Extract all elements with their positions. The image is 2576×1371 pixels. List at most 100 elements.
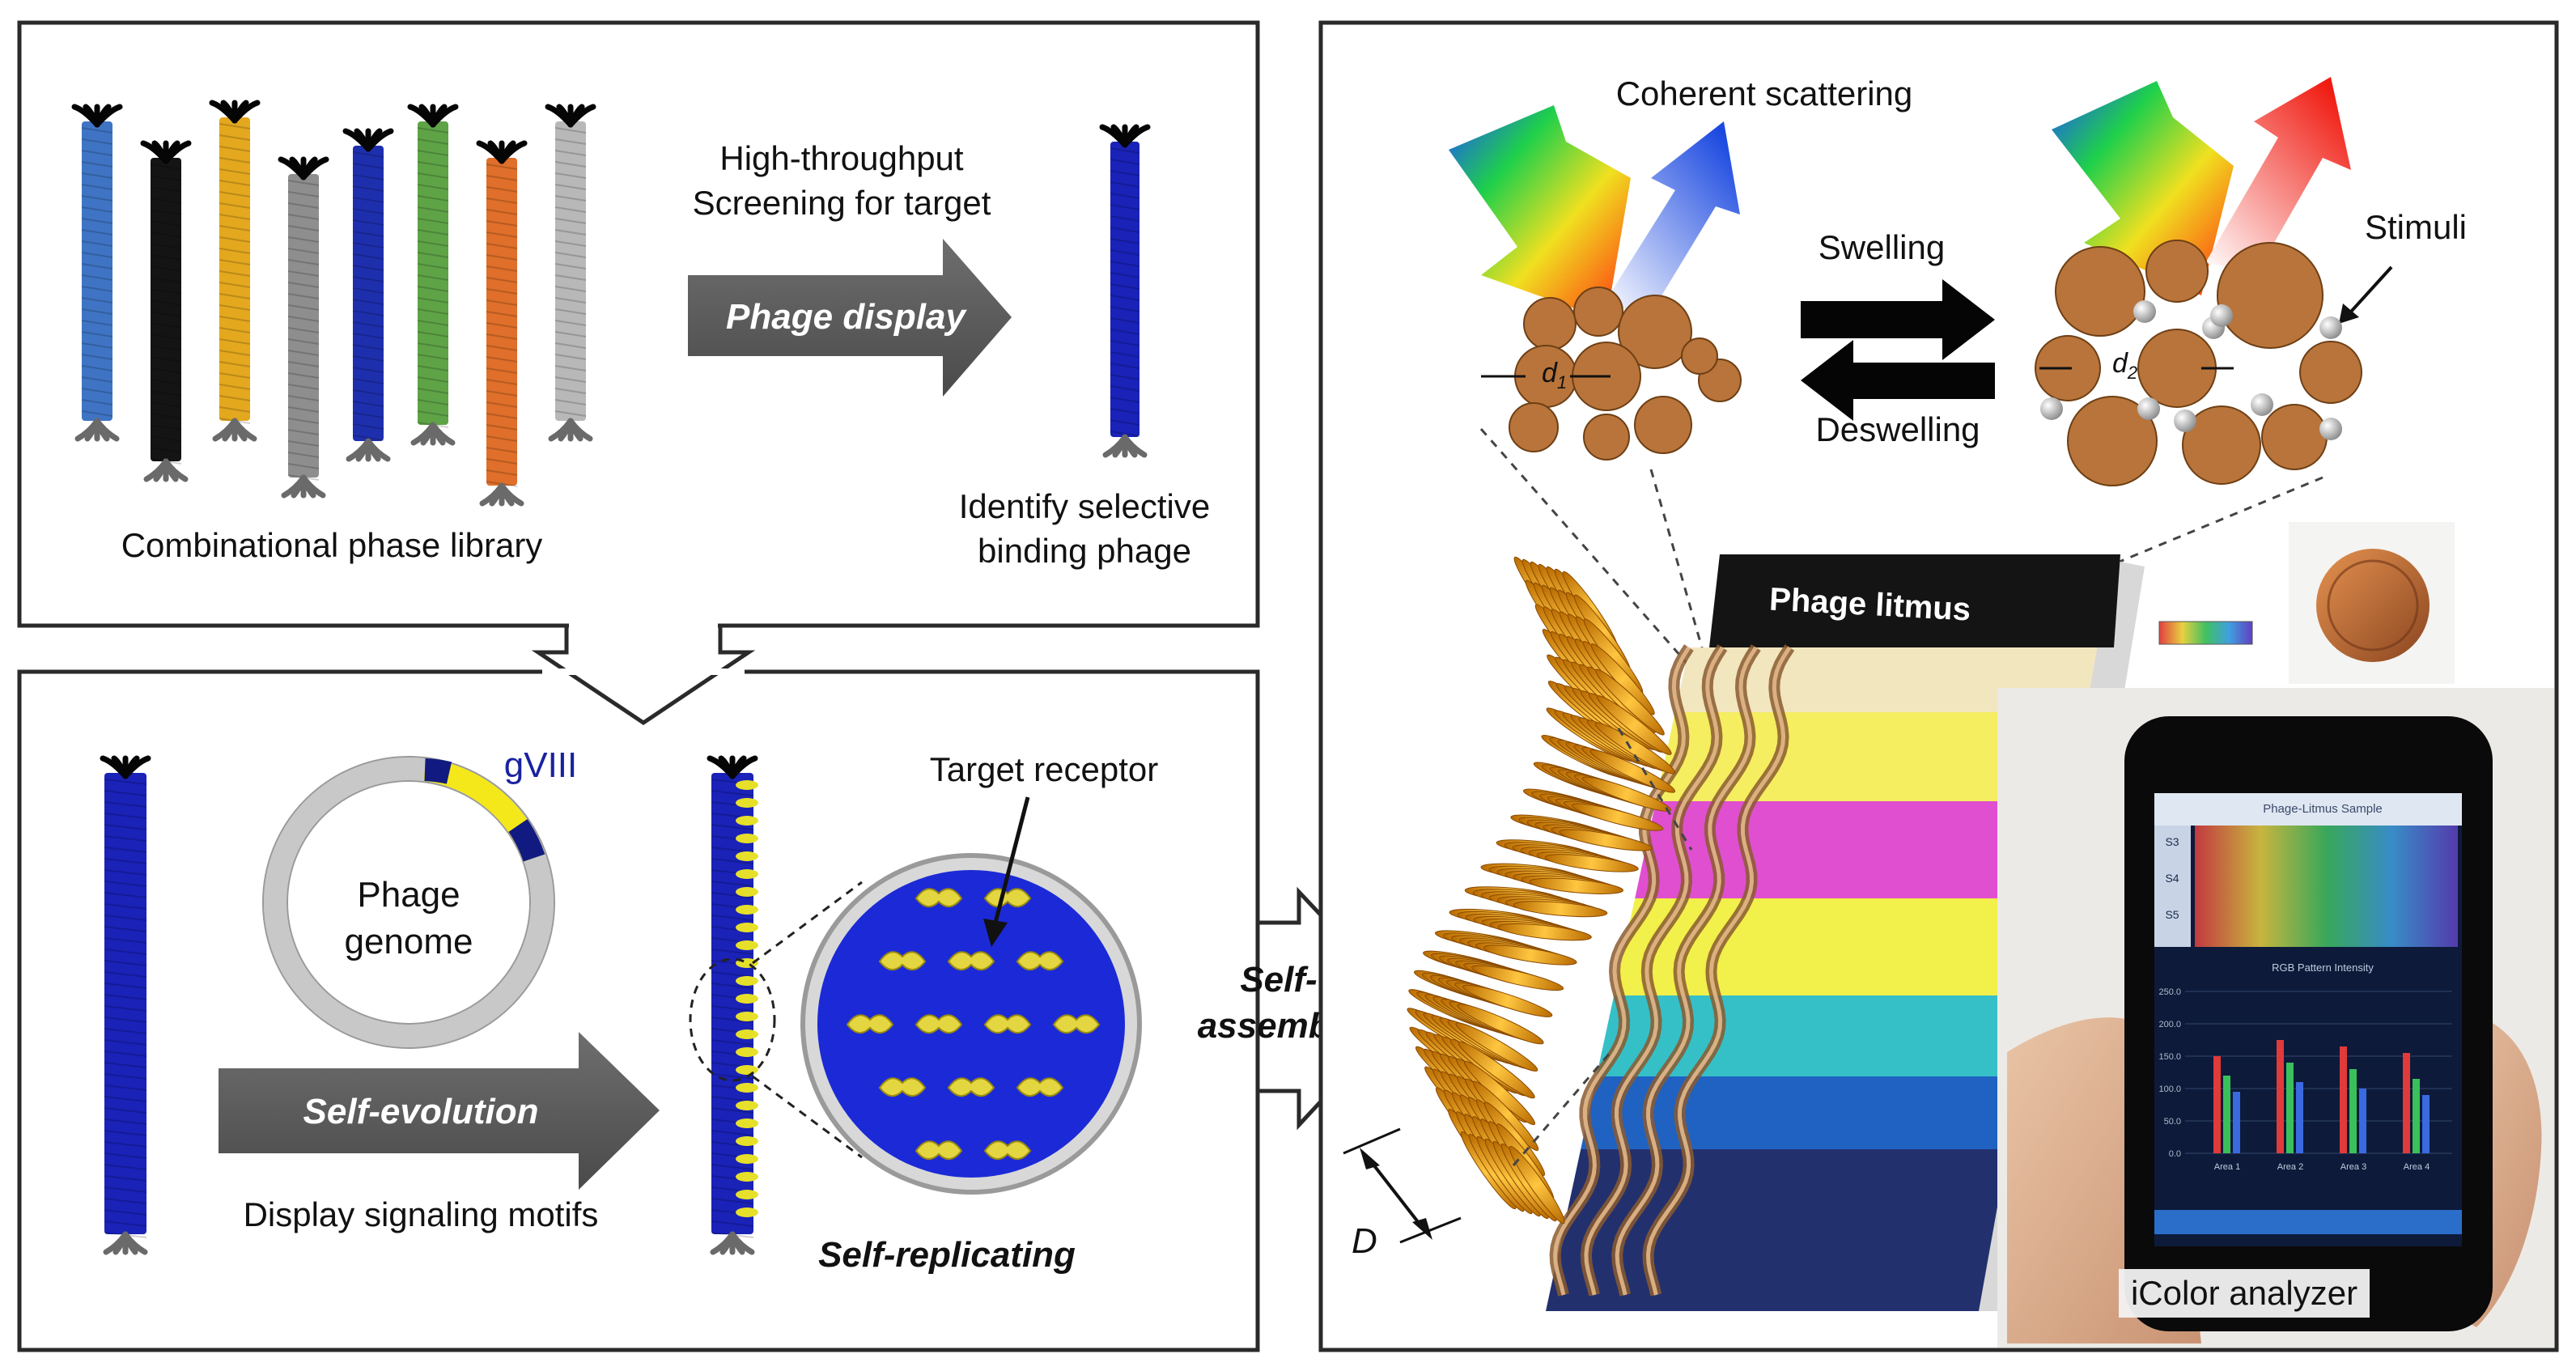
phage-coat-texture [104, 1186, 147, 1193]
displayed-motif [736, 1154, 758, 1164]
phage-coat-texture [1110, 227, 1140, 233]
phage-coat-texture [104, 1198, 147, 1204]
phone-area-label: Area 4 [2404, 1162, 2430, 1172]
phage-coat-texture [81, 308, 113, 315]
phage-coat-texture [287, 248, 320, 254]
phone-area-label: Area 2 [2277, 1162, 2303, 1172]
phage-coat-texture [352, 412, 384, 418]
phone-sidebar-item-1[interactable]: S3 [2165, 835, 2179, 848]
phage-coat-texture [81, 410, 113, 417]
displayed-motif [736, 834, 758, 843]
displayed-motif [736, 1065, 758, 1075]
bundle-ridge-highlight [1584, 646, 1725, 1296]
phage-coat-texture [554, 252, 587, 258]
phage-head-protein [122, 755, 151, 779]
phage-head-protein [567, 104, 596, 128]
target-receptor-motif [983, 1014, 1032, 1034]
phage-tail-protein [231, 418, 257, 442]
phage-coat-texture [352, 299, 384, 305]
wild-type-phage [100, 755, 151, 1255]
phage-coat-texture [711, 1039, 754, 1046]
phone-rgb-bar [2340, 1046, 2347, 1153]
phage-coat-texture [554, 308, 587, 315]
target-receptor-motif [1052, 1014, 1101, 1034]
aligned-phage-rod [1571, 803, 1664, 831]
bundle-ridge-highlight [1645, 646, 1792, 1296]
phage-coat-texture [417, 252, 449, 258]
photonic-particle [2217, 242, 2323, 349]
photonic-particle [2261, 404, 2328, 470]
phage-coat-texture [486, 231, 518, 238]
display-motifs-label: Display signaling motifs [244, 1195, 599, 1233]
displayed-motif [736, 816, 758, 826]
phage-coat-texture [711, 892, 754, 898]
aligned-phage-rod [1509, 1145, 1565, 1225]
phage-coat-texture [417, 297, 449, 303]
displayed-motif [736, 1047, 758, 1057]
phage-coat-texture [219, 225, 251, 231]
phage-coat-texture [287, 191, 320, 197]
phage-coat-texture [554, 218, 587, 224]
phage-coat-texture [81, 206, 113, 213]
phage-coat-texture [486, 243, 518, 249]
phage-coat-texture [554, 274, 587, 281]
phage-coat-texture [711, 1198, 754, 1204]
phage-coat-texture [486, 163, 518, 170]
phage-coat-texture [219, 248, 251, 254]
phage-tail-protein [729, 1231, 755, 1255]
phage-coat-texture [150, 356, 182, 363]
phage-coat-texture [150, 390, 182, 397]
phage-coat-texture [486, 413, 518, 419]
phage-genome-plasmid [262, 756, 555, 1049]
phage-coat-texture [104, 1062, 147, 1068]
panel-a-phage-display: Combinational phase library High-through… [17, 20, 1260, 628]
phage-coat-texture [287, 282, 320, 288]
phage-coat-texture [417, 342, 449, 349]
d2-label: d2 [2112, 348, 2137, 383]
phone-sidebar-item-2[interactable]: S4 [2165, 872, 2179, 885]
phage-coat-texture [417, 399, 449, 405]
screening-label-line-1: High-throughput [719, 139, 964, 177]
stimulus-molecule [2133, 300, 2156, 323]
displayed-motif [736, 798, 758, 808]
phage-tail-protein [1122, 434, 1148, 458]
aligned-phage-rod [1544, 854, 1639, 872]
phage-coat-texture [104, 1039, 147, 1046]
phage-coat-texture [219, 168, 251, 175]
stimuli-pointer-head [2339, 303, 2359, 324]
displayed-motif [736, 1190, 758, 1199]
litmus-band-4 [1614, 898, 2053, 995]
phage-coat-texture [486, 390, 518, 397]
phage-coat-texture [104, 813, 147, 819]
phage-head-protein [231, 100, 261, 124]
phage-coat-texture [352, 344, 384, 350]
phage-coat-texture [352, 253, 384, 260]
photonic-particle [2055, 246, 2145, 337]
phage-coat-texture [219, 338, 251, 345]
phage-coat-texture [219, 361, 251, 367]
target-receptor-motif [915, 1014, 963, 1034]
phage-coat-texture [287, 350, 320, 356]
phage-body [82, 121, 112, 421]
phage-coat-texture [486, 367, 518, 374]
target-receptor-motif [846, 1014, 894, 1034]
phone-sidebar-item-3[interactable]: S5 [2165, 908, 2179, 921]
phone-rgb-bar [2349, 1069, 2357, 1153]
phage-coat-texture [150, 322, 182, 329]
displayed-motif [736, 1118, 758, 1128]
phage-coat-texture [417, 286, 449, 292]
phage-coat-texture [554, 184, 587, 190]
aligned-phage-rod [1458, 1041, 1535, 1099]
phage-coat-texture [219, 146, 251, 152]
phage-tail-protein [163, 458, 189, 482]
phage-coat-texture [104, 858, 147, 864]
receptor-pointer [993, 796, 1030, 923]
stimulus-molecule [2040, 397, 2063, 420]
phone-button-bar[interactable] [2154, 1210, 2462, 1234]
phage-coat-texture [81, 376, 113, 383]
aligned-phage-rod [1581, 776, 1671, 812]
phage-coat-texture [352, 389, 384, 396]
receptor-pointer-head [983, 919, 1008, 947]
phage-coat-texture [352, 435, 384, 441]
